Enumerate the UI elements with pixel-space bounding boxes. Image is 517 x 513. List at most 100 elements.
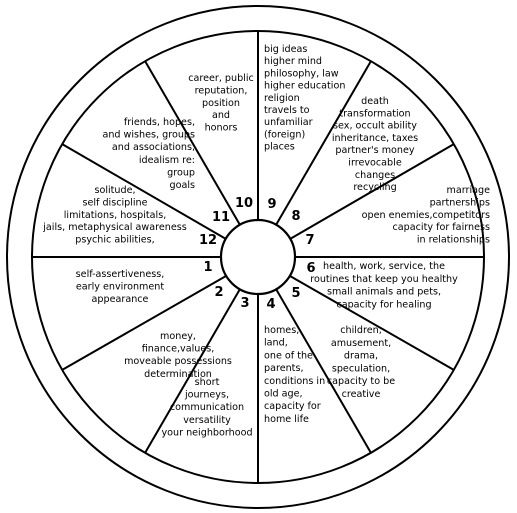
- house-description-line: partnerships: [430, 197, 490, 208]
- house-description-line: career, public: [188, 73, 254, 84]
- house-description-line: inheritance, taxes: [332, 133, 418, 144]
- cusp-line-10-11: [144, 60, 241, 226]
- center-hub: [219, 218, 297, 296]
- cusp-line-2-3: [144, 288, 241, 454]
- house-description-line: transformation: [339, 108, 410, 119]
- house-number: 10: [235, 196, 253, 211]
- house-description-line: open enemies,competitors: [362, 210, 490, 221]
- house-description-line: amusement,: [331, 338, 391, 349]
- house-description-line: homes,: [264, 325, 299, 336]
- house-description-line: home life: [264, 414, 309, 425]
- house-description-line: finance,values,: [142, 344, 215, 355]
- cusp-line-11-12: [61, 143, 227, 240]
- house-description-line: drama,: [344, 351, 378, 362]
- house-description-line: higher education: [264, 81, 345, 92]
- house-description-line: and: [212, 110, 230, 121]
- house-description-line: conditions in: [264, 376, 325, 387]
- house-description-line: short: [195, 377, 220, 388]
- cusp-line-7-8: [289, 143, 455, 240]
- house-number: 7: [305, 233, 314, 248]
- house-description-line: philosophy, law: [264, 68, 339, 79]
- house-description-line: determination: [144, 369, 212, 380]
- house-description-line: in relationships: [417, 235, 490, 246]
- house-number: 12: [199, 233, 217, 248]
- house-description-line: self discipline: [82, 197, 147, 208]
- house-number: 9: [267, 197, 276, 212]
- house-description-line: creative: [342, 389, 381, 400]
- house-description-line: jails, metaphysical awareness: [42, 222, 186, 233]
- house-description-line: capacity for fairness: [393, 222, 490, 233]
- house-2: 2 money, finance,values,moveable possessio…: [124, 285, 232, 380]
- house-number: 3: [240, 296, 249, 311]
- house-description-line: one of the: [264, 350, 313, 361]
- house-description-line: moveable possessions: [124, 356, 232, 367]
- house-number: 1: [203, 260, 212, 275]
- house-description-line: goals: [169, 180, 195, 191]
- house-description-line: journeys,: [184, 390, 229, 401]
- house-description-line: capacity to be: [327, 376, 395, 387]
- house-description-line: versatility: [183, 415, 231, 426]
- house-description-line: unfamiliar: [264, 117, 313, 128]
- house-description-line: travels to: [264, 105, 310, 116]
- house-description-line: your neighborhood: [161, 427, 252, 438]
- house-description-line: psychic abilities,: [75, 235, 154, 246]
- house-description-line: position: [202, 98, 240, 109]
- house-description-line: religion: [264, 93, 300, 104]
- house-description-line: friends, hopes,: [124, 117, 195, 128]
- house-description-line: money,: [160, 331, 196, 342]
- house-number: 2: [214, 285, 223, 300]
- house-6: 6 health, work, service, the routines that…: [306, 261, 458, 310]
- house-description-line: honors: [205, 123, 238, 134]
- house-description-line: early environment: [76, 282, 164, 293]
- house-number: 8: [291, 209, 300, 224]
- house-description-line: idealism re:: [139, 155, 195, 166]
- house-description-line: routines that keep you healthy: [310, 274, 458, 285]
- house-description-line: (foreign): [264, 129, 305, 140]
- house-number: 6: [306, 261, 315, 276]
- house-description-line: death: [361, 96, 389, 107]
- house-number: 11: [212, 210, 230, 225]
- house-description-line: sex, occult ability: [333, 121, 417, 132]
- house-description-line: appearance: [92, 294, 149, 305]
- house-description-line: and associations,: [112, 142, 195, 153]
- house-description-line: communication: [170, 402, 244, 413]
- house-description-line: changes: [355, 170, 395, 181]
- house-description-line: limitations, hospitals,: [64, 210, 167, 221]
- house-description-line: group: [167, 167, 195, 178]
- house-description-line: recycling: [353, 182, 396, 193]
- house-description-line: old age,: [264, 389, 303, 400]
- house-description: children,amusement,drama,speculation,cap…: [327, 325, 395, 400]
- cusp-line-5-6: [289, 275, 455, 371]
- house-description-line: health, work, service, the: [323, 261, 445, 272]
- house-description-line: partner's money: [335, 145, 414, 156]
- house-number: 4: [266, 297, 275, 312]
- house-description-line: self-assertiveness,: [76, 269, 165, 280]
- house-description-line: capacity for: [264, 401, 321, 412]
- house-description: money, finance,values,moveable possession…: [124, 331, 232, 380]
- house-5: 5children,amusement,drama,speculation,ca…: [291, 286, 395, 400]
- house-description-line: higher mind: [264, 56, 322, 67]
- wheel-lines: [6, 5, 510, 509]
- house-description-line: irrevocable: [348, 158, 402, 169]
- house-description-line: marriage: [447, 185, 491, 196]
- house-description-line: big ideas: [264, 44, 307, 55]
- outer-ring: [6, 5, 510, 509]
